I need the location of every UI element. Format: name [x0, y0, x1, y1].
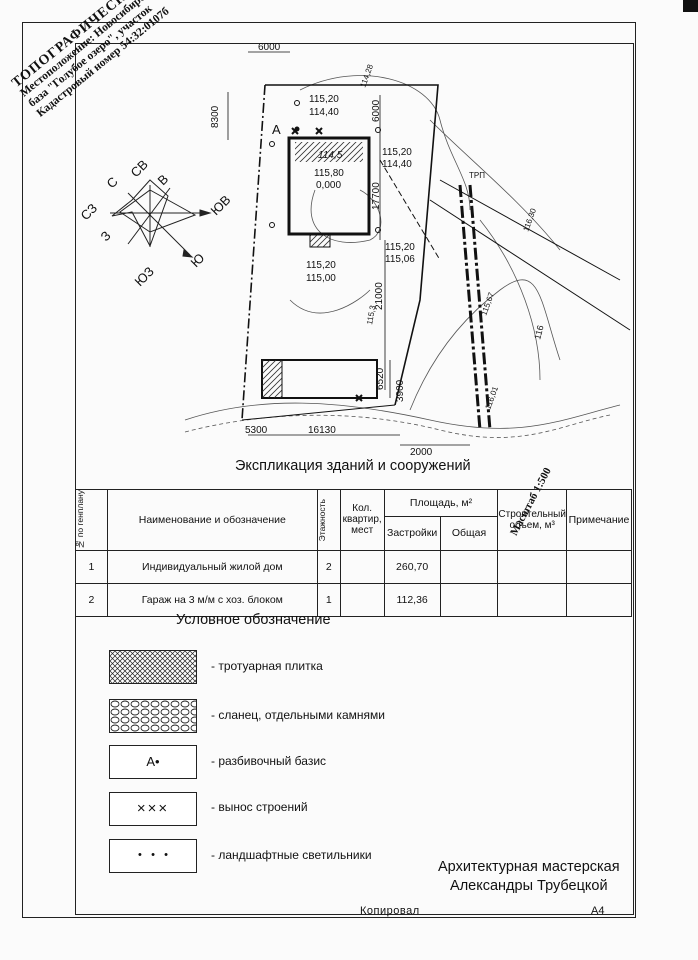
- row-total: [439, 549, 499, 584]
- studio-line-2: Александры Трубецкой: [450, 878, 608, 894]
- legend-lights-symbol: • • •: [109, 839, 197, 873]
- level-4: 115,20: [382, 147, 412, 158]
- table-row: 2 Гараж на 3 м/м с хоз. блоком 1 112,36: [75, 582, 633, 617]
- header-total: Общая: [439, 515, 499, 551]
- level-17: 115,3: [365, 304, 377, 325]
- header-built: Застройки: [383, 515, 441, 551]
- trp-label: ТРП: [469, 171, 485, 180]
- level-11: 115,00: [306, 273, 336, 284]
- explication-table: № по генплану Наименование и обозначение…: [75, 489, 633, 617]
- level-6: 115,80: [314, 168, 344, 179]
- row-volume: [497, 582, 567, 617]
- compass-rose: [110, 179, 212, 258]
- level-16: 116: [532, 324, 545, 340]
- row-num: 2: [75, 582, 108, 617]
- dim-9: 16130: [308, 425, 336, 436]
- level-9: 115,06: [385, 254, 415, 265]
- row-note: [565, 582, 633, 617]
- studio-line-1: Архитектурная мастерская: [438, 859, 620, 875]
- row-apts: [339, 582, 385, 617]
- legend-label-removal: - вынос строений: [211, 800, 308, 814]
- legend-title: Условное обозначение: [176, 612, 331, 628]
- dim-2: 8300: [210, 105, 221, 128]
- dim-7: 3900: [395, 379, 406, 402]
- studio-credit: Архитектурная мастерская Александры Труб…: [438, 858, 620, 896]
- row-built: 260,70: [383, 549, 441, 584]
- dim-5: 21000: [374, 282, 385, 310]
- garage-building: [261, 359, 378, 402]
- level-10: 115,20: [306, 260, 336, 271]
- header-apts: Кол. квартир, мест: [339, 489, 385, 551]
- row-note: [565, 549, 633, 584]
- header-note: Примечание: [565, 489, 633, 551]
- dim-10: 2000: [410, 447, 433, 458]
- corner-mark: [683, 0, 698, 12]
- legend-paving-symbol: [109, 650, 197, 684]
- dim-4: 17700: [371, 182, 382, 210]
- compass-s: Ю: [188, 250, 208, 270]
- copied-by-label: Копировал: [360, 905, 420, 917]
- legend-slate-symbol: [109, 699, 197, 733]
- dim-3: 6000: [371, 99, 382, 122]
- level-13: 116,30: [521, 207, 538, 233]
- header-volume: Строительный объем, м³: [497, 489, 567, 551]
- header-name: Наименование и обозначение: [106, 489, 318, 551]
- legend-base-symbol: А•: [109, 745, 197, 779]
- level-7: 0,000: [316, 180, 341, 191]
- table-row: 1 Индивидуальный жилой дом 2 260,70: [75, 549, 633, 584]
- level-2: 114,40: [309, 107, 339, 118]
- row-floors: 2: [316, 549, 341, 584]
- legend-label-paving: - тротуарная плитка: [211, 659, 323, 673]
- row-built: 112,36: [383, 582, 441, 617]
- compass-w: З: [98, 228, 114, 244]
- level-5: 114,40: [382, 159, 412, 170]
- legend-label-slate: - сланец, отдельными камнями: [211, 708, 385, 722]
- header-floors: Этажность: [317, 489, 341, 551]
- compass-nw: СЗ: [78, 200, 101, 223]
- dim-6: 6520: [375, 367, 386, 390]
- explication-title: Экспликация зданий и сооружений: [235, 458, 471, 474]
- level-8: 115,20: [385, 242, 415, 253]
- page-frame: [22, 22, 636, 918]
- legend-label-lights: - ландшафтные светильники: [211, 848, 372, 862]
- dim-1: 6000: [258, 42, 281, 53]
- site-plan: С СВ В СЗ З ЮЗ ЮВ Ю: [78, 42, 631, 458]
- level-14: 115,67: [479, 291, 496, 317]
- row-total: [439, 582, 499, 617]
- header-num: № по генплану: [75, 489, 108, 551]
- compass-sw: ЮЗ: [132, 264, 158, 290]
- row-volume: [497, 549, 567, 584]
- drawing-frame: [75, 43, 634, 915]
- legend-label-base: - разбивочный базис: [211, 754, 327, 768]
- row-num: 1: [75, 549, 108, 584]
- header-area: Площадь, м²: [383, 489, 499, 517]
- house-building: [269, 100, 381, 248]
- compass-se: ЮВ: [208, 192, 234, 218]
- row-name: Индивидуальный жилой дом: [106, 549, 318, 584]
- level-1: 115,20: [309, 94, 339, 105]
- row-name: Гараж на 3 м/м с хоз. блоком: [106, 582, 318, 617]
- level-3: 114,5: [318, 150, 343, 161]
- row-apts: [339, 549, 385, 584]
- compass-n: С: [104, 174, 121, 191]
- sheet-format: А4: [591, 905, 605, 917]
- point-a-label: А: [272, 122, 281, 137]
- dim-8: 5300: [245, 425, 268, 436]
- legend-removal-symbol: ×××: [109, 792, 197, 826]
- compass-ne: СВ: [128, 157, 151, 180]
